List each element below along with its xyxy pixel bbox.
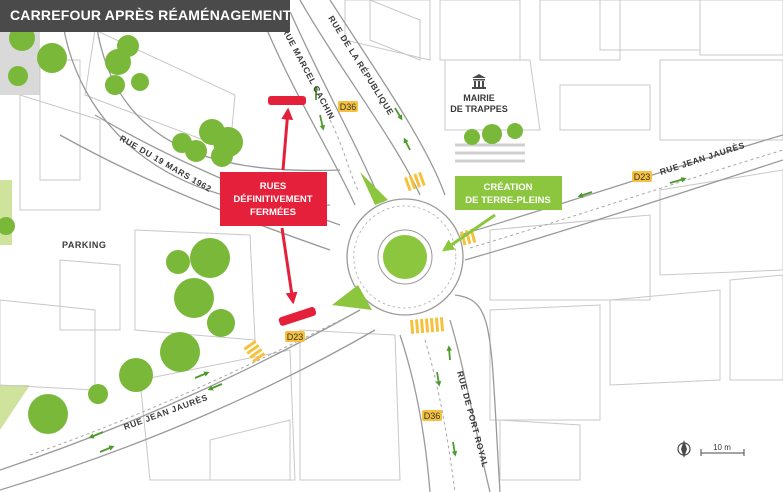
pedestrian-crossings: [243, 171, 477, 363]
svg-text:D23: D23: [634, 172, 651, 182]
traffic-flow-arrows: [88, 85, 687, 457]
road-badge-d23-left: D23: [285, 331, 305, 342]
closed-arrow-up: [281, 107, 294, 171]
closed-callout-line1: RUES: [260, 181, 286, 192]
medians-arrow: [442, 213, 496, 252]
townhall-icon: [472, 74, 486, 89]
closed-callout-line2: DÉFINITIVEMENT: [233, 194, 312, 205]
closed-callout-box: [220, 172, 327, 226]
svg-text:D23: D23: [287, 332, 304, 342]
closed-callout-line3: FERMÉES: [250, 207, 296, 218]
road-badge-d36-bottom: D36: [422, 410, 442, 421]
parking-label: PARKING: [62, 240, 106, 250]
compass-icon: [677, 440, 691, 458]
roundabout-island: [383, 235, 427, 279]
scale-label: 10 m: [713, 443, 731, 452]
closure-bar-bottom: [278, 307, 317, 326]
median-north: [360, 172, 388, 205]
building-outlines: [0, 0, 783, 481]
trees: [0, 25, 523, 434]
dashed-lines: [29, 119, 783, 492]
median-southwest: [332, 285, 372, 310]
closure-bar-top: [268, 96, 306, 105]
medians-callout-line1: CRÉATION: [484, 182, 533, 193]
mairie-label-line1: MAIRIE: [463, 93, 495, 103]
road-badge-d23-right: D23: [632, 171, 652, 182]
title-banner: CARREFOUR APRÈS RÉAMÉNAGEMENT: [0, 0, 292, 32]
closed-arrow-down: [280, 227, 298, 305]
svg-text:D36: D36: [340, 102, 357, 112]
green-area-bottom: [0, 385, 30, 430]
road-badge-d36-top: D36: [338, 101, 358, 112]
roundabout-lane: [353, 205, 457, 309]
mairie-label-line2: DE TRAPPES: [450, 104, 508, 114]
medians-callout-line2: DE TERRE-PLEINS: [465, 195, 551, 206]
svg-text:D36: D36: [424, 411, 441, 421]
parking-bays: [455, 143, 525, 163]
green-area-left: [0, 180, 12, 245]
scale-bar: 10 m: [700, 443, 745, 456]
map-title: CARREFOUR APRÈS RÉAMÉNAGEMENT: [10, 7, 292, 23]
medians-callout-box: [455, 176, 562, 210]
